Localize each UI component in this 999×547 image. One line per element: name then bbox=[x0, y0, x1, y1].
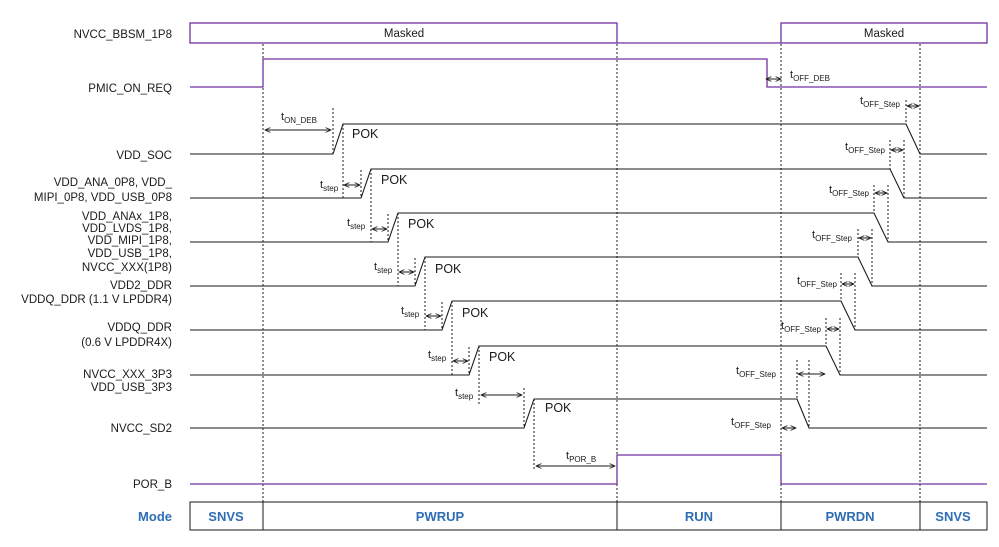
t-off-step-label-6: tOFF_Step bbox=[781, 320, 822, 334]
mode-bar: Mode SNVS PWRUP RUN PWRDN SNVS bbox=[138, 501, 988, 531]
label-vddq-ddr-line1: VDDQ_DDR bbox=[107, 322, 172, 334]
t-off-step-label-5: tOFF_Step bbox=[797, 275, 838, 289]
pok-label-nvcc-3p3: POK bbox=[489, 350, 516, 364]
vdd-ana-0p8-waveform bbox=[190, 168, 987, 199]
mode-snvs-end: SNVS bbox=[935, 509, 971, 524]
t-step-label-5: tstep bbox=[428, 349, 447, 363]
masked-box-right bbox=[780, 22, 988, 44]
vdd-anax-1p8-waveform bbox=[190, 212, 987, 243]
label-nvcc-bbsm: NVCC_BBSM_1P8 bbox=[74, 29, 172, 41]
supply-waveforms bbox=[190, 123, 987, 429]
t-step-label-4: tstep bbox=[401, 305, 420, 319]
label-vdd-anax-line3: VDD_MIPI_1P8, bbox=[88, 235, 172, 247]
timing-arrows bbox=[265, 79, 919, 466]
mode-run: RUN bbox=[685, 509, 713, 524]
pok-label-vdd2-ddr: POK bbox=[435, 262, 462, 276]
pok-label-vdd-ana-0p8: POK bbox=[381, 173, 408, 187]
label-nvcc-3p3-line2: VDD_USB_3P3 bbox=[91, 382, 172, 394]
nvcc-sd2-waveform bbox=[190, 398, 987, 429]
mode-snvs-start: SNVS bbox=[208, 509, 244, 524]
pok-label-vddq-ddr: POK bbox=[462, 306, 489, 320]
vdd2-ddr-waveform bbox=[190, 256, 987, 287]
label-por-b: POR_B bbox=[133, 479, 172, 491]
label-vdd2-ddr-line1: VDD2_DDR bbox=[110, 280, 172, 292]
label-vdd-soc: VDD_SOC bbox=[116, 150, 172, 162]
t-off-step-label-4: tOFF_Step bbox=[812, 229, 853, 243]
por-b-waveform bbox=[190, 454, 987, 485]
mode-header: Mode bbox=[138, 509, 172, 524]
mode-bar-frame bbox=[189, 501, 988, 531]
t-off-step-label-8: tOFF_Step bbox=[731, 416, 772, 430]
t-off-step-label-2: tOFF_Step bbox=[845, 141, 886, 155]
t-off-step-label-3: tOFF_Step bbox=[829, 184, 870, 198]
signal-labels: NVCC_BBSM_1P8 PMIC_ON_REQ VDD_SOC VDD_AN… bbox=[21, 29, 172, 491]
label-vdd-ana-0p8-line1: VDD_ANA_0P8, VDD_ bbox=[54, 177, 173, 189]
t-off-deb-label: tOFF_DEB bbox=[790, 69, 830, 83]
t-step-label-1: tstep bbox=[320, 179, 339, 193]
label-vdd-anax-line5: NVCC_XXX(1P8) bbox=[82, 262, 172, 274]
t-step-label-3: tstep bbox=[374, 261, 393, 275]
vdd-soc-waveform bbox=[190, 123, 987, 155]
label-vddq-ddr-line2: (0.6 V LPDDR4X) bbox=[81, 337, 172, 349]
pok-label-vdd-soc: POK bbox=[352, 127, 379, 141]
label-vdd-anax-line4: VDD_USB_1P8, bbox=[88, 248, 172, 260]
mode-pwrdn: PWRDN bbox=[825, 509, 874, 524]
pok-label-vdd-anax: POK bbox=[408, 217, 435, 231]
label-nvcc-3p3-line1: NVCC_XXX_3P3 bbox=[83, 369, 172, 381]
label-vdd-anax-line2: VDD_LVDS_1P8, bbox=[82, 223, 172, 235]
timing-labels: tON_DEB tOFF_DEB tstep tstep tstep tstep… bbox=[281, 69, 901, 464]
masked-label-left: Masked bbox=[384, 28, 424, 40]
mode-pwrup: PWRUP bbox=[416, 509, 465, 524]
label-nvcc-sd2: NVCC_SD2 bbox=[111, 423, 172, 435]
t-on-deb-label: tON_DEB bbox=[281, 111, 317, 125]
pmic-on-req-waveform bbox=[190, 58, 987, 88]
nvcc-3p3-waveform bbox=[190, 345, 987, 376]
vddq-ddr-waveform bbox=[190, 300, 987, 331]
pok-label-nvcc-sd2: POK bbox=[545, 401, 572, 415]
label-vdd-ana-0p8-line2: MIPI_0P8, VDD_USB_0P8 bbox=[34, 192, 172, 204]
t-off-step-label-7: tOFF_Step bbox=[736, 365, 777, 379]
label-pmic-on-req: PMIC_ON_REQ bbox=[88, 83, 172, 95]
t-step-label-6: tstep bbox=[455, 387, 474, 401]
masked-label-right: Masked bbox=[864, 28, 904, 40]
pok-labels: POK POK POK POK POK POK POK bbox=[352, 127, 572, 415]
nvcc-bbsm-waveform bbox=[189, 22, 988, 44]
label-vdd2-ddr-line2: VDDQ_DDR (1.1 V LPDDR4) bbox=[21, 294, 172, 306]
t-off-step-label-1: tOFF_Step bbox=[860, 95, 901, 109]
t-step-label-2: tstep bbox=[347, 217, 366, 231]
masked-box-left bbox=[189, 22, 618, 44]
helper-dashes bbox=[332, 100, 921, 470]
t-por-b-label: tPOR_B bbox=[566, 450, 596, 464]
label-vdd-anax-line1: VDD_ANAx_1P8, bbox=[82, 211, 172, 223]
